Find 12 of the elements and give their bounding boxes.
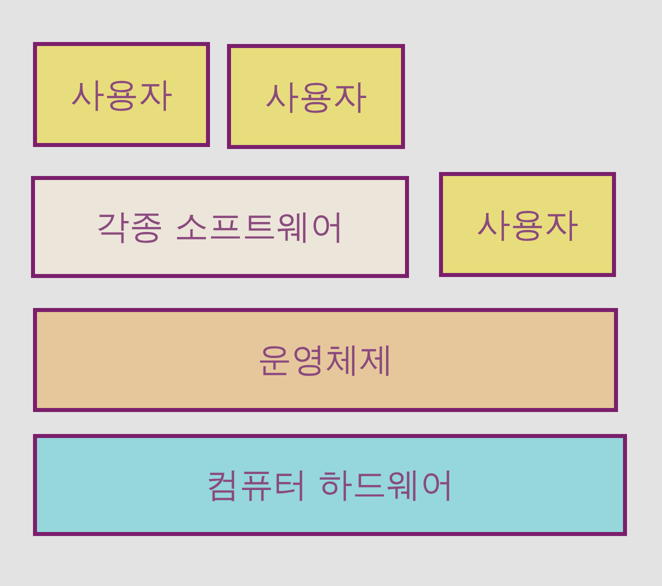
layer-box [227,44,405,149]
layer-label: 사용자 [265,76,367,118]
layer-box [33,308,618,412]
layer-box [33,434,627,536]
layer-box [33,42,210,147]
layer-label: 컴퓨터 하드웨어 [206,464,454,507]
layer-label: 사용자 [70,74,172,116]
layer-box [31,176,409,278]
layer-label: 각종 소프트웨어 [96,206,344,249]
layer-label: 사용자 [476,204,578,246]
layer-label: 운영체제 [258,339,394,382]
layer-box [439,172,616,277]
